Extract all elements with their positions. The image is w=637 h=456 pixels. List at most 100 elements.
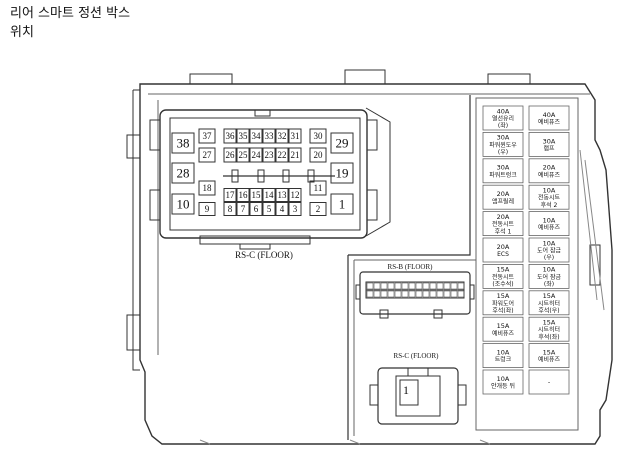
rs-b-pin — [366, 290, 374, 298]
pin-17-box — [223, 188, 237, 202]
pin-7: 7 — [241, 204, 246, 214]
pin-27-box — [198, 147, 216, 163]
fuse-amp: 10A — [543, 239, 556, 247]
pin-37: 37 — [203, 131, 213, 141]
rs-b-pin — [373, 282, 381, 290]
fuse-amp: 15A — [543, 292, 556, 300]
pin-36: 36 — [226, 131, 236, 141]
pin-1: 1 — [339, 197, 346, 212]
pin-21: 21 — [291, 150, 300, 160]
fuse-label: 램프 — [543, 146, 555, 153]
rs-b-pin — [429, 282, 437, 290]
page-title: 리어 스마트 정션 박스 — [10, 6, 131, 21]
rs-b-pin — [450, 282, 458, 290]
pin-16-box — [236, 188, 250, 202]
pin-27: 27 — [203, 150, 213, 160]
fuse-box — [528, 290, 570, 316]
pin-23: 23 — [265, 150, 275, 160]
rs-b-pin — [457, 282, 465, 290]
fuse-amp: 15A — [543, 349, 556, 357]
fuse-amp: 20A — [497, 243, 510, 251]
fuse-label: 파워트렁크 — [489, 171, 517, 179]
pin-16: 16 — [239, 190, 249, 200]
pin-22: 22 — [278, 150, 287, 160]
pin-4: 4 — [280, 204, 285, 214]
rs-b-pin — [408, 282, 416, 290]
pin-11-box — [309, 180, 327, 196]
fuse-amp: 20A — [543, 164, 556, 172]
fuse-label: 후석(좌) — [538, 333, 559, 341]
pin-20-box — [309, 147, 327, 163]
fuse-label: 예비퓨즈 — [538, 118, 561, 126]
fuse-amp: 10A — [543, 217, 556, 225]
fuse-label: 앰프릴레 — [492, 197, 514, 205]
pin-15-box — [249, 188, 263, 202]
fuse-box — [482, 105, 524, 131]
fuse-label: 시트히터 — [538, 299, 560, 307]
fuse-label: 시트히터 — [538, 326, 560, 334]
fuse-box — [482, 369, 524, 395]
fuse-22: - — [528, 369, 570, 395]
pin-2: 2 — [316, 204, 321, 214]
pin-38: 38 — [177, 136, 190, 151]
pin-22-box — [275, 147, 289, 163]
fuse-box — [528, 343, 570, 369]
pin-36-box — [223, 128, 237, 144]
rs-b-connector — [355, 271, 475, 319]
rs-b-pin — [436, 282, 444, 290]
pin-19-box — [330, 162, 354, 184]
fuse-amp: 20A — [497, 213, 510, 221]
pin-7-box — [236, 202, 250, 216]
pin-5-box — [262, 202, 276, 216]
fuse-amp: 10A — [543, 266, 556, 274]
fuse-amp: 15A — [497, 322, 510, 330]
pin-13-box — [275, 188, 289, 202]
pin-24-box — [249, 147, 263, 163]
fuse-label: (좌) — [544, 280, 554, 288]
pin-17: 17 — [226, 190, 236, 200]
pin-18-box — [198, 180, 216, 196]
fuse-box — [528, 263, 570, 289]
pin-23-box — [262, 147, 276, 163]
pin-33-box — [262, 128, 276, 144]
pin-12: 12 — [291, 190, 300, 200]
fuse-box — [528, 184, 570, 210]
pin-11: 11 — [314, 183, 323, 193]
pin-9-box — [198, 202, 216, 216]
fuse-label: 열선유리 — [492, 115, 514, 123]
fuse-label: 후석(우) — [538, 307, 559, 315]
pin-9: 9 — [205, 204, 210, 214]
fuse-panel: 40A열선유리(좌)40A예비퓨즈30A파워윈도우(우)30A램프30A파워트렁… — [482, 105, 570, 395]
pin-25: 25 — [239, 150, 249, 160]
pin-37-box — [198, 128, 216, 144]
pin-5: 5 — [267, 204, 272, 214]
pin-26: 26 — [226, 150, 236, 160]
fuse-label: 도어 잠금 — [537, 247, 561, 255]
pin-28: 28 — [177, 166, 190, 181]
fuse-label: 도어 잠금 — [537, 273, 561, 281]
fuse-amp: 20A — [497, 190, 510, 198]
fuse-label: (우) — [498, 149, 508, 156]
fuse-amp: - — [548, 379, 551, 387]
fuse-label: (좌) — [498, 122, 508, 130]
pin-26-box — [223, 147, 237, 163]
rs-b-label: RS-B (FLOOR) — [388, 263, 434, 271]
pin-31: 31 — [291, 131, 300, 141]
fuse-label: 전동시트 — [492, 273, 515, 281]
fuse-box — [528, 158, 570, 184]
rs-b-pin — [457, 290, 465, 298]
rs-c-large-label: RS-C (FLOOR) — [235, 250, 293, 260]
fuse-label: 예비퓨즈 — [538, 171, 561, 179]
pin-6: 6 — [254, 204, 259, 214]
